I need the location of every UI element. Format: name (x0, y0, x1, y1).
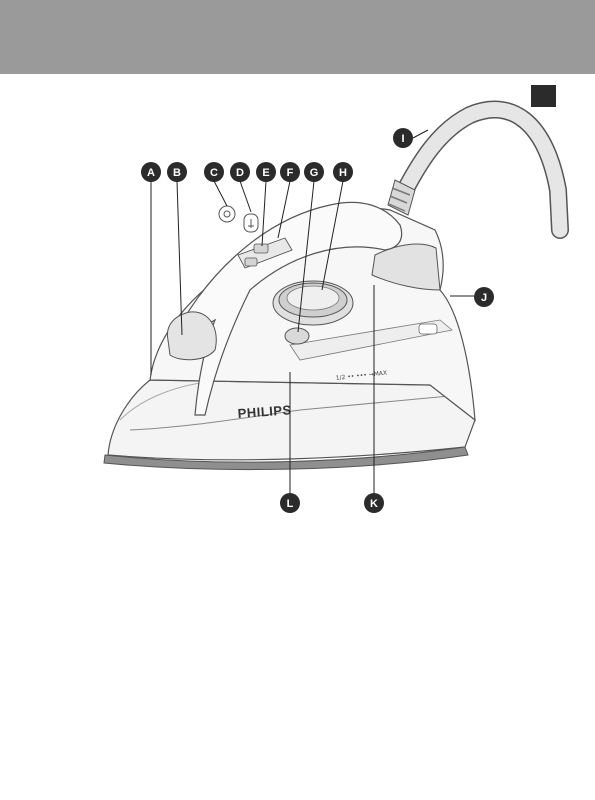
temperature-dial (273, 281, 353, 325)
callout-C: C (204, 162, 224, 182)
callout-A: A (141, 162, 161, 182)
svg-text:G: G (310, 167, 319, 179)
callout-B: B (167, 162, 187, 182)
svg-text:A: A (147, 167, 155, 179)
svg-text:B: B (173, 167, 181, 179)
svg-text:K: K (370, 498, 378, 510)
svg-text:H: H (339, 167, 347, 179)
callout-I: I (393, 128, 413, 148)
svg-text:J: J (481, 292, 487, 304)
callout-G: G (304, 162, 324, 182)
shot-of-steam-icon (244, 214, 258, 232)
svg-text:C: C (210, 167, 218, 179)
svg-text:D: D (236, 167, 244, 179)
power-cord (388, 110, 560, 230)
spray-icon (219, 206, 235, 222)
callout-E: E (256, 162, 276, 182)
callout-H: H (333, 162, 353, 182)
svg-text:I: I (401, 133, 404, 145)
callout-F: F (280, 162, 300, 182)
callout-K: K (364, 493, 384, 513)
callout-J: J (474, 287, 494, 307)
callout-D: D (230, 162, 250, 182)
svg-text:E: E (262, 167, 269, 179)
svg-text:F: F (287, 167, 294, 179)
svg-text:L: L (287, 498, 294, 510)
steam-button (285, 328, 309, 344)
callout-L: L (280, 493, 300, 513)
